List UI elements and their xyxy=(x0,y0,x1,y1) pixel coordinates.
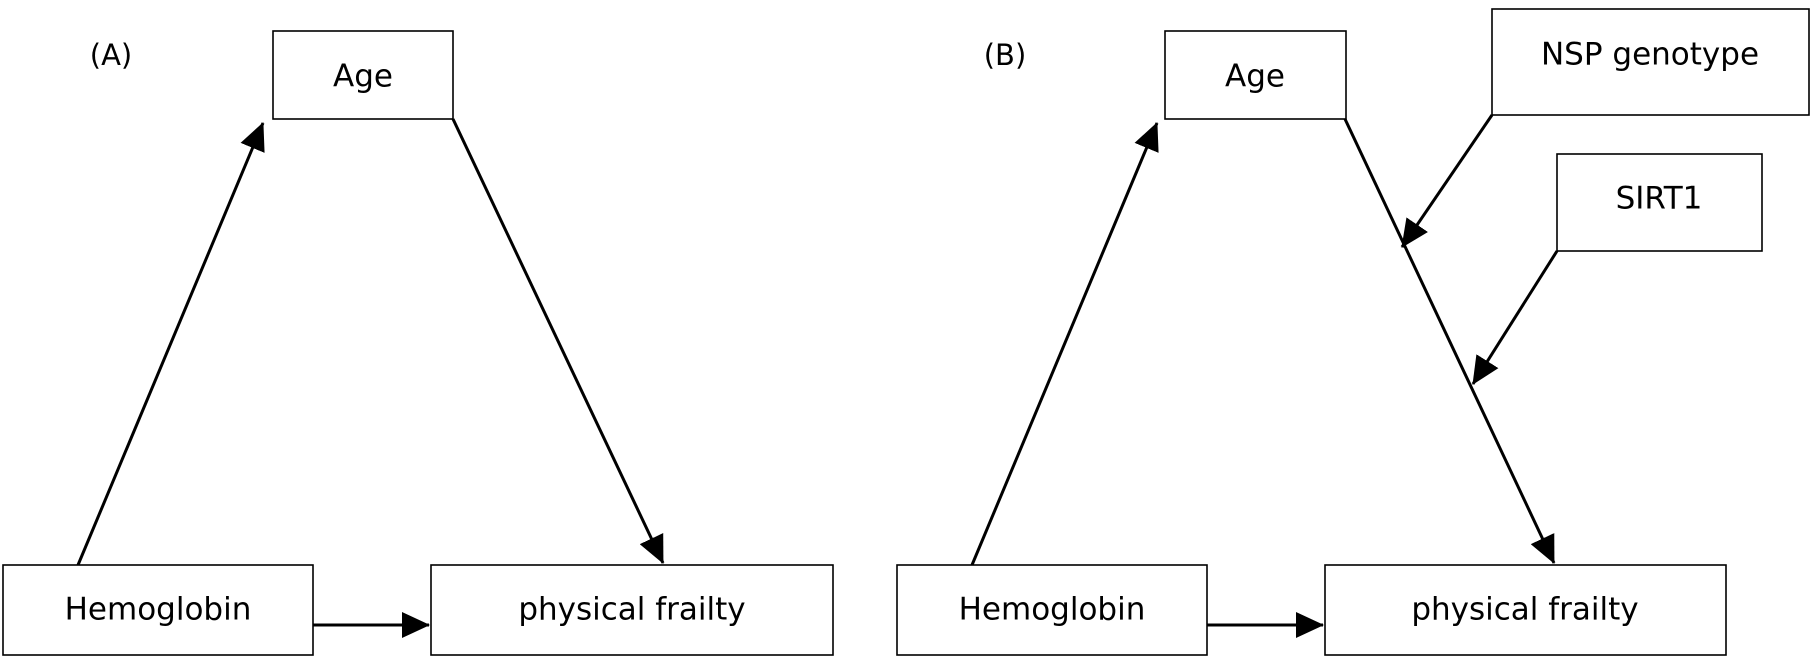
panel-b-edge-hemoglobin-to-age xyxy=(970,122,1159,566)
panel-b-edge-sirt1-moderation xyxy=(1471,250,1559,385)
panel-b-nsp-genotype-label: NSP genotype xyxy=(1541,37,1759,73)
panel-a-age-node: Age xyxy=(272,30,454,120)
panel-b-age-node: Age xyxy=(1164,30,1347,120)
panel-b-nsp-genotype-node: NSP genotype xyxy=(1491,8,1810,116)
panel-b: (B) Age NSP genotype SIRT1 Hemoglobin ph… xyxy=(896,8,1810,656)
panel-a-hemoglobin-box xyxy=(2,564,314,656)
panel-b-hemoglobin-node: Hemoglobin xyxy=(896,564,1208,656)
panel-a-age-box xyxy=(272,30,454,120)
panel-a-hemoglobin-label: Hemoglobin xyxy=(65,592,252,628)
panel-b-edge-nsp-genotype-moderation xyxy=(1400,114,1494,248)
panel-b-hemoglobin-label: Hemoglobin xyxy=(959,592,1146,628)
panel-a-edge-age-to-frailty xyxy=(451,118,665,564)
panel-b-label: (B) xyxy=(984,38,1027,72)
panel-b-age-label: Age xyxy=(1225,59,1285,95)
panel-a-physical-frailty-label: physical frailty xyxy=(518,592,745,628)
panel-b-nsp-genotype-box xyxy=(1491,8,1810,116)
panel-a-label: (A) xyxy=(90,38,132,72)
panel-b-physical-frailty-box xyxy=(1324,564,1727,656)
panel-b-hemoglobin-box xyxy=(896,564,1208,656)
panel-b-edge-age-to-frailty xyxy=(1343,118,1556,564)
panel-a-age-label: Age xyxy=(333,59,393,95)
panel-b-physical-frailty-node: physical frailty xyxy=(1324,564,1727,656)
panel-a-physical-frailty-node: physical frailty xyxy=(430,564,834,656)
panel-b-age-box xyxy=(1164,30,1347,120)
panel-b-sirt1-node: SIRT1 xyxy=(1556,153,1763,252)
panel-a-edge-hemoglobin-to-age xyxy=(76,122,265,566)
panel-b-sirt1-box xyxy=(1556,153,1763,252)
panel-b-sirt1-label: SIRT1 xyxy=(1616,181,1703,217)
panel-a-hemoglobin-node: Hemoglobin xyxy=(2,564,314,656)
panel-a-physical-frailty-box xyxy=(430,564,834,656)
panel-a: (A) Age Hemoglobin physical frailty xyxy=(2,30,834,656)
panel-b-physical-frailty-label: physical frailty xyxy=(1411,592,1638,628)
